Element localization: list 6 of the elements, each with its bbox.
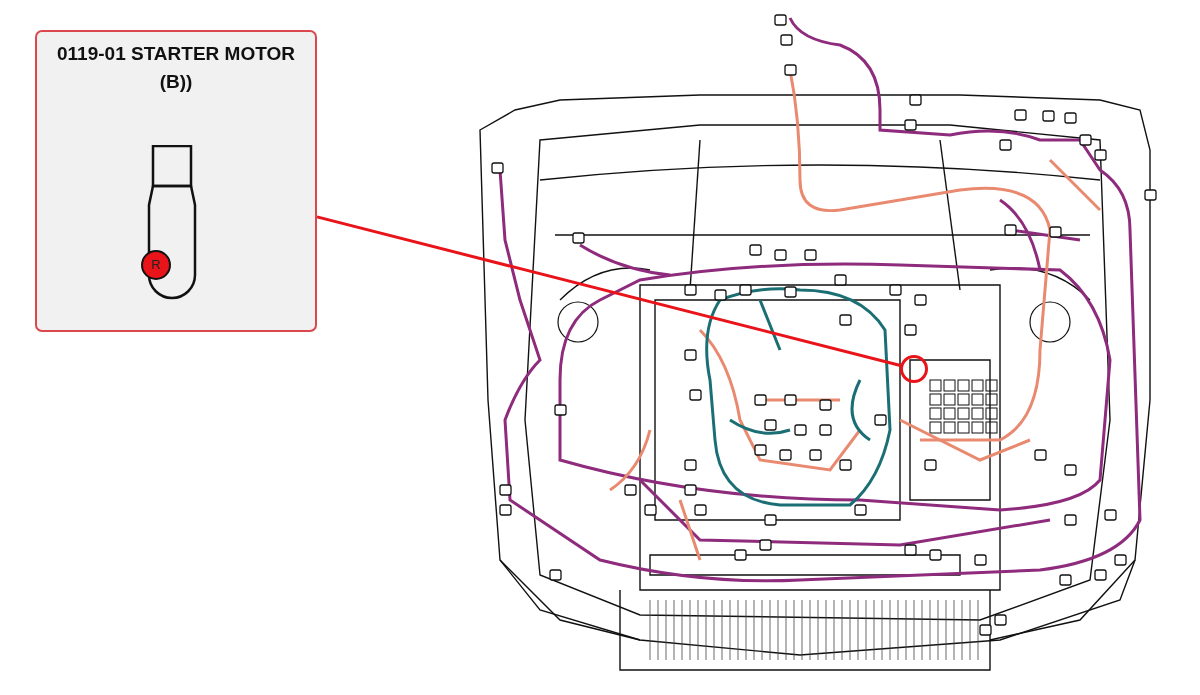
terminal-letter: R	[150, 257, 162, 272]
callout-title: 0119-01 STARTER MOTOR (B))	[56, 42, 296, 94]
leader-line	[316, 215, 901, 367]
callout-panel	[35, 30, 317, 332]
highlight-ring	[900, 355, 928, 383]
terminal-marker	[141, 250, 171, 280]
